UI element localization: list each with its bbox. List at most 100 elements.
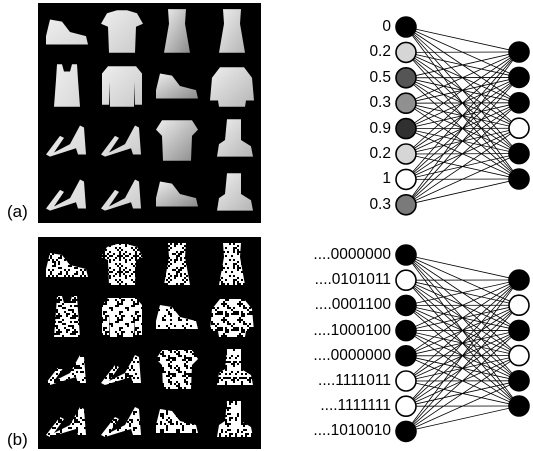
panel-b-label: (b) <box>7 430 28 449</box>
top-thumbnail <box>40 291 94 343</box>
panel-b-edge-0-3 <box>405 254 520 356</box>
panel-b-edge-0-0 <box>405 254 520 281</box>
pullover-thumbnail <box>205 291 259 343</box>
panel-b-edge-6-4 <box>405 380 520 407</box>
panel-a-input-node-1 <box>395 41 417 64</box>
panel-b-input-label-1: ....0101011 <box>314 271 391 289</box>
panel-b-input-label-6: ....1111111 <box>320 397 391 415</box>
panel-a-output-node-3 <box>508 117 530 139</box>
panel-a-edge-2-0 <box>405 51 520 79</box>
panel-b-input-label-7: ....1010010 <box>313 422 391 440</box>
sandal-thumbnail <box>95 167 149 221</box>
sneaker-thumbnail <box>40 5 94 59</box>
panel-b-edge-7-4 <box>405 380 520 432</box>
panel-a-input-label-2: 0.5 <box>369 68 391 86</box>
panel-a-edge-3-4 <box>405 102 520 154</box>
panel-a-edge-7-2 <box>405 102 520 206</box>
panel-b-edge-4-2 <box>405 330 520 357</box>
sandal-thumbnail <box>95 395 149 447</box>
panel-a-edge-3-3 <box>405 102 520 129</box>
panel-b-edge-3-5 <box>405 330 520 407</box>
panel-b-edge-4-5 <box>405 355 520 407</box>
panel-a-input-node-2 <box>395 67 417 89</box>
panel-b-output-node-2 <box>508 319 530 342</box>
panel-b-edge-5-5 <box>405 380 520 407</box>
panel-a-edge-4-0 <box>405 51 520 129</box>
panel-a-input-node-0 <box>395 16 417 38</box>
panel-a-edge-1-2 <box>405 52 520 104</box>
panel-b-edge-0-2 <box>405 254 520 331</box>
panel-a-input-node-6 <box>395 168 417 191</box>
dress-thumbnail <box>205 5 259 59</box>
panel-a-output-node-4 <box>508 142 530 165</box>
panel-b-edge-4-4 <box>405 355 520 382</box>
panel-a-edge-0-4 <box>405 26 520 154</box>
panel-a-input-label-6: 1 <box>382 170 391 188</box>
sneaker-thumbnail <box>150 167 204 221</box>
panel-a-edge-5-3 <box>405 127 520 155</box>
panel-b-input-label-2: ....0001100 <box>314 296 391 314</box>
panel-b-edge-1-2 <box>405 279 520 331</box>
dress-thumbnail <box>150 239 204 291</box>
panel-a-input-label-3: 0.3 <box>369 94 391 112</box>
panel-a-edge-1-4 <box>405 52 520 154</box>
panel-a-input-node-5 <box>395 143 417 165</box>
shirt-thumbnail <box>150 343 204 395</box>
panel-a-input-node-3 <box>395 92 417 114</box>
panel-a-edge-4-1 <box>405 77 520 129</box>
panel-b-edge-0-1 <box>405 254 520 306</box>
panel-b-edge-3-0 <box>405 279 520 331</box>
panel-a-edge-4-5 <box>405 128 520 180</box>
tshirt-thumbnail <box>95 5 149 59</box>
ankle-boot-thumbnail <box>205 343 259 395</box>
ankle-boot-thumbnail <box>205 395 259 447</box>
panel-a-edge-2-2 <box>405 77 520 104</box>
sneaker-thumbnail <box>40 239 94 291</box>
sweater-thumbnail <box>95 291 149 343</box>
panel-b-edge-3-4 <box>405 330 520 382</box>
panel-b-output-node-0 <box>508 269 530 291</box>
panel-a-edge-0-5 <box>405 26 520 180</box>
panel-b-output-node-5 <box>508 395 530 417</box>
panel-b-edge-7-1 <box>405 304 520 432</box>
panel-a-edge-2-4 <box>405 77 520 154</box>
panel-a-edge-5-5 <box>405 153 520 180</box>
panel-b-output-node-1 <box>508 294 530 317</box>
panel-b-output-node-4 <box>508 369 530 392</box>
sneaker-thumbnail <box>150 395 204 447</box>
panel-a-edge-2-3 <box>405 77 520 129</box>
panel-a-edge-4-2 <box>405 102 520 129</box>
panel-b-edge-6-1 <box>405 304 520 407</box>
panel-a-edge-7-0 <box>405 51 520 206</box>
panel-a-label: (a) <box>7 202 28 221</box>
panel-a-edge-7-4 <box>405 153 520 206</box>
panel-a-input-label-5: 0.2 <box>369 145 391 162</box>
panel-a-output-node-0 <box>508 41 530 63</box>
panel-a-edge-6-0 <box>405 51 520 180</box>
panel-a-edge-6-1 <box>405 77 520 180</box>
fashion-image-grid-binary <box>38 237 261 449</box>
panel-b-edge-2-4 <box>405 305 520 382</box>
panel-a-edge-6-3 <box>405 127 520 180</box>
panel-b-edge-0-5 <box>405 254 520 407</box>
panel-a-edge-0-3 <box>405 26 520 129</box>
sandal-thumbnail <box>95 343 149 395</box>
panel-b-input-label-5: ....1111011 <box>318 372 391 389</box>
tshirt-thumbnail <box>95 239 149 291</box>
panel-b-edge-5-0 <box>405 279 520 382</box>
panel-b-edge-7-0 <box>405 279 520 432</box>
panel-a-edge-6-4 <box>405 153 520 180</box>
ankle-boot-thumbnail <box>205 113 259 167</box>
panel-a-output-node-2 <box>508 92 530 114</box>
panel-b-input-node-4 <box>395 344 417 367</box>
panel-b-edge-2-2 <box>405 305 520 331</box>
panel-b-edge-1-3 <box>405 279 520 356</box>
panel-a-input-node-4 <box>395 117 417 140</box>
sandal-thumbnail <box>40 113 94 167</box>
panel-b-input-node-1 <box>395 269 417 292</box>
panel-b-edge-5-1 <box>405 304 520 382</box>
panel-b-output-node-3 <box>508 344 530 367</box>
sweater-thumbnail <box>95 59 149 113</box>
panel-b-edge-6-2 <box>405 330 520 407</box>
panel-b-edge-1-5 <box>405 279 520 407</box>
